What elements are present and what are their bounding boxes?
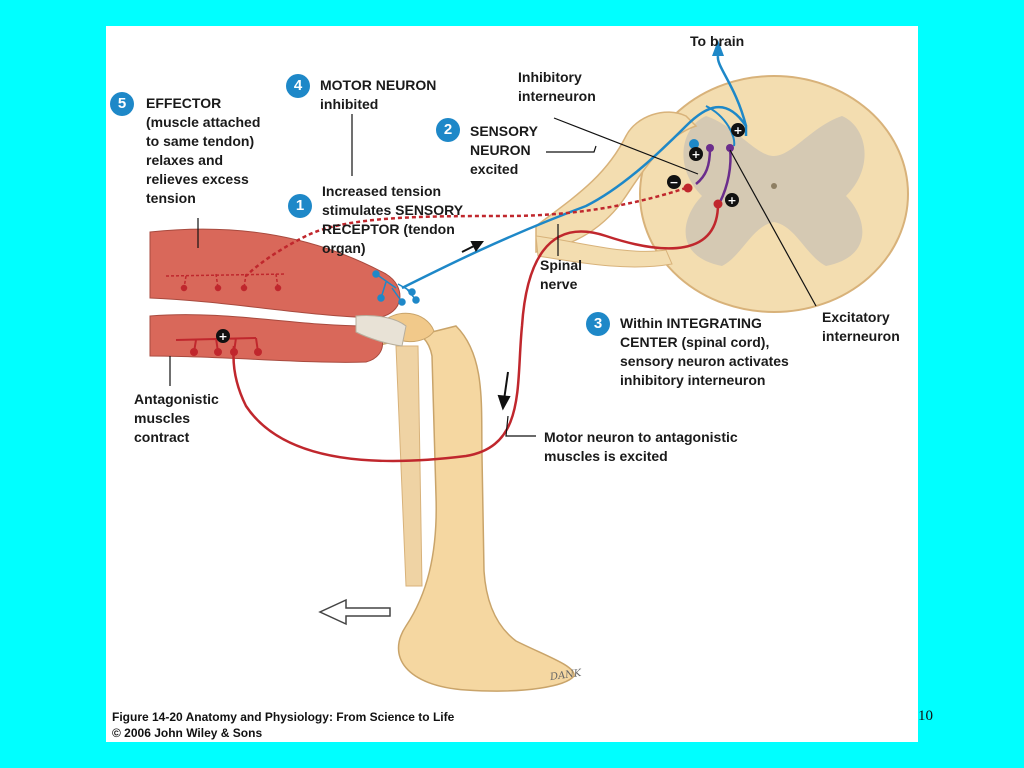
direction-arrows [461, 241, 511, 411]
label-inhibitory-interneuron: Inhibitory interneuron [518, 69, 596, 104]
sensory-branch [705, 105, 736, 147]
step-badge-3: 3 [586, 312, 610, 336]
label-effector: EFFECTOR (muscle attached to same tendon… [146, 95, 261, 206]
label-motor-neuron-inhibited: MOTOR NEURON inhibited [320, 77, 437, 112]
leg-skin [373, 325, 575, 692]
svg-text:+: + [727, 194, 736, 207]
step-badge-4: 4 [286, 74, 310, 98]
motor-neuron-inhibited-path [245, 186, 687, 277]
muscle-lower [149, 314, 383, 363]
figure-caption: Figure 14-20 Anatomy and Physiology: Fro… [112, 710, 455, 724]
ventral-root [535, 235, 673, 268]
excitatory-interneuron-body [726, 144, 734, 152]
step-badge-5: 5 [110, 92, 134, 116]
spinal-cord-gray-matter [683, 116, 865, 266]
movement-arrow [318, 598, 391, 626]
label-antagonistic-muscles: Antagonistic muscles contract [134, 391, 219, 445]
leader-lines [169, 114, 817, 437]
svg-text:+: + [733, 124, 742, 137]
arrow-head [497, 394, 511, 411]
label-sensory-neuron: SENSORY NEURON excited [470, 123, 538, 177]
sensory-cell-body [689, 139, 699, 149]
label-excitatory-interneuron: Excitatory interneuron [822, 309, 900, 344]
spinal-nerve [535, 111, 698, 253]
arrow-head [470, 241, 484, 252]
label-to-brain: To brain [690, 33, 745, 49]
copyright-line: © 2006 John Wiley & Sons [112, 726, 263, 740]
svg-text:+: + [218, 330, 227, 343]
motor-neuron-excited-path [232, 203, 720, 463]
inhibitory-interneuron-body [706, 144, 714, 152]
central-canal [771, 183, 777, 189]
figure-panel: + + − + + To brain Inhibitory interneuro… [106, 26, 918, 742]
slide-page-number: 10 [918, 708, 933, 724]
to-brain-arrow [712, 40, 724, 56]
reflex-illustration: + + − + + [149, 40, 909, 692]
label-motor-to-antagonistic: Motor neuron to antagonistic muscles is … [544, 429, 738, 464]
svg-text:−: − [669, 176, 678, 189]
step-badge-1: 1 [288, 194, 312, 218]
label-sensory-receptor: Increased tension stimulates SENSORY REC… [322, 183, 464, 256]
spinal-cord [639, 75, 909, 313]
ascending-tract [716, 55, 748, 127]
synapse-markers: + + − + + [216, 123, 745, 343]
tibia [395, 345, 423, 587]
antagonistic-endings [175, 337, 262, 356]
tendon-organ-receptor [372, 270, 420, 306]
effector-endings [165, 273, 287, 292]
inhibitory-interneuron-path [695, 147, 712, 185]
sensory-neuron-path [401, 106, 748, 290]
tendon [355, 315, 407, 347]
inhibited-motor-neuron-body [683, 183, 693, 193]
svg-text:+: + [691, 148, 700, 161]
excitatory-interneuron-path [718, 147, 732, 203]
label-integrating-center: Within INTEGRATING CENTER (spinal cord),… [620, 315, 789, 388]
step-badge-2: 2 [436, 118, 460, 142]
label-spinal-nerve: Spinal nerve [540, 257, 583, 292]
